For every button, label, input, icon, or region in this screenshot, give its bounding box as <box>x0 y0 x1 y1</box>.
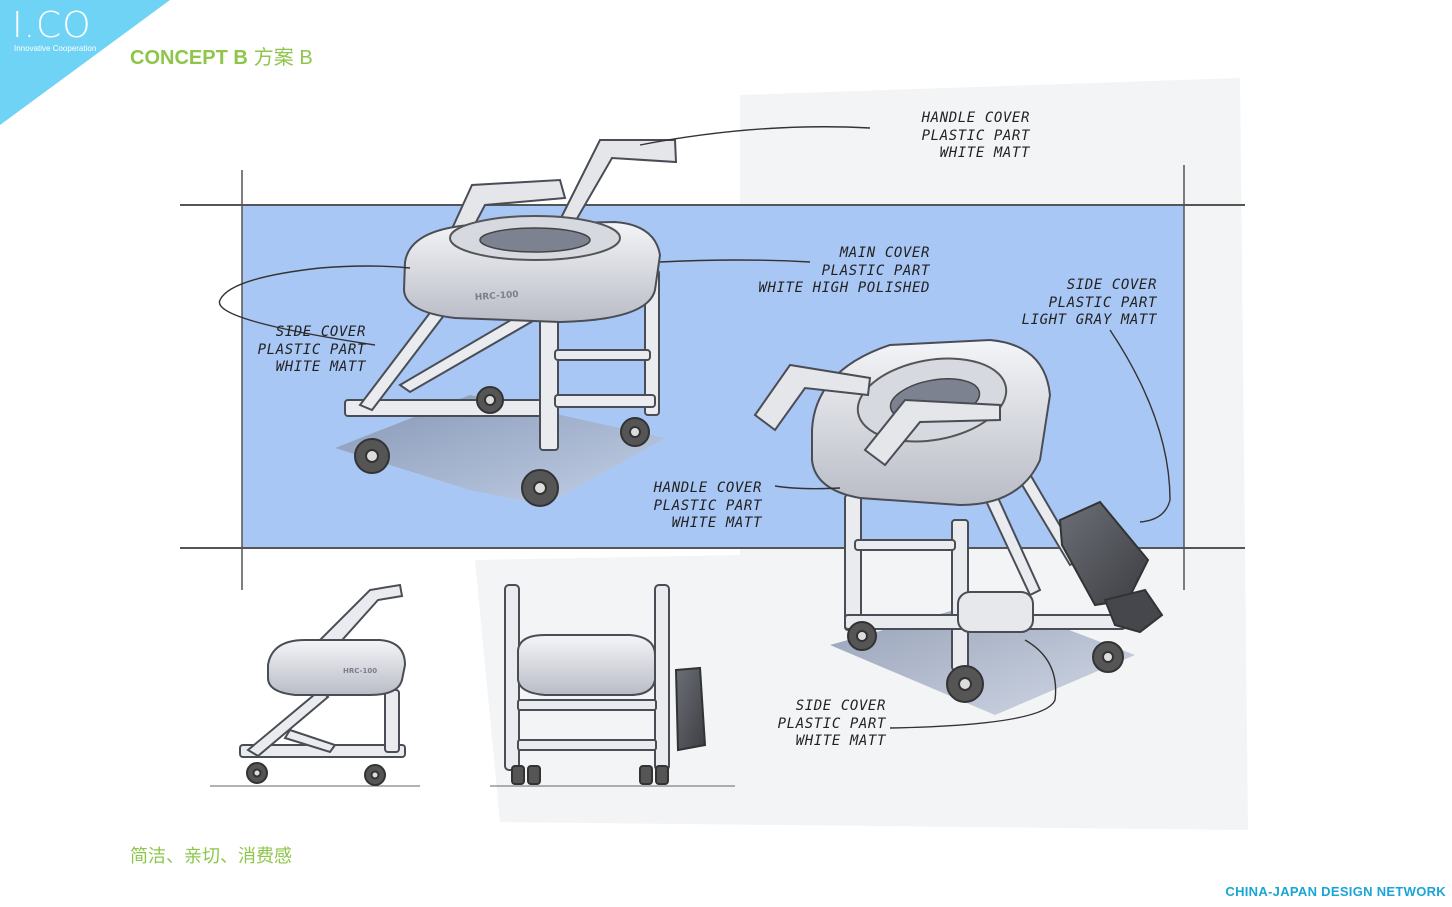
annotation-line: SIDE COVER <box>1066 277 1157 293</box>
corner-triangle <box>0 0 170 125</box>
tagline: 简洁、亲切、消费感 <box>130 846 292 866</box>
chair-tilted-view <box>753 338 1164 715</box>
annotation-side-cover-right: SIDE COVER PLASTIC PART LIGHT GRAY MATT <box>1005 277 1157 330</box>
annotation-handle-cover-top: HANDLE COVER PLASTIC PART WHITE MATT <box>900 110 1030 163</box>
title-cn: 方案 B <box>253 47 313 69</box>
annotation-main-cover: MAIN COVER PLASTIC PART WHITE HIGH POLIS… <box>735 245 930 298</box>
annotation-handle-cover-mid: HANDLE COVER PLASTIC PART WHITE MATT <box>630 480 762 533</box>
annotation-side-cover-bottom: SIDE COVER PLASTIC PART WHITE MATT <box>768 698 886 751</box>
annotation-line: HANDLE COVER <box>653 480 762 496</box>
chair-side-view: HRC-100 <box>210 583 420 787</box>
annotation-line: LIGHT GRAY MATT <box>1021 312 1157 328</box>
annotation-side-cover-left: SIDE COVER PLASTIC PART WHITE MATT <box>248 324 366 377</box>
annotation-line: PLASTIC PART <box>777 715 886 732</box>
annotation-line: PLASTIC PART <box>821 262 930 279</box>
title-en: CONCEPT B <box>130 47 248 69</box>
annotation-line: PLASTIC PART <box>257 341 366 358</box>
annotation-line: PLASTIC PART <box>921 127 1030 144</box>
annotation-leader-lines <box>218 126 1171 729</box>
annotation-line: HANDLE COVER <box>921 110 1030 126</box>
annotation-line: WHITE MATT <box>795 733 886 749</box>
chair-main-view: HRC-100 <box>335 139 678 507</box>
annotation-line: MAIN COVER <box>839 245 930 261</box>
annotation-line: SIDE COVER <box>275 324 366 340</box>
annotation-line: WHITE HIGH POLISHED <box>758 280 930 296</box>
annotation-line: PLASTIC PART <box>1048 294 1157 311</box>
annotation-line: WHITE MATT <box>939 145 1030 161</box>
footer-network-name: CHINA-JAPAN DESIGN NETWORK <box>1225 884 1446 899</box>
chair-front-view <box>490 584 735 787</box>
logo-text: I.CO <box>12 5 92 46</box>
annotation-line: WHITE MATT <box>275 359 366 375</box>
annotation-line: SIDE COVER <box>795 698 886 714</box>
product-mark-main: HRC-100 <box>475 290 519 303</box>
logo-subtext: Innovative Cooperation <box>14 44 97 53</box>
annotation-line: PLASTIC PART <box>653 497 762 514</box>
product-mark-side: HRC-100 <box>343 667 377 675</box>
annotation-line: WHITE MATT <box>671 515 762 531</box>
